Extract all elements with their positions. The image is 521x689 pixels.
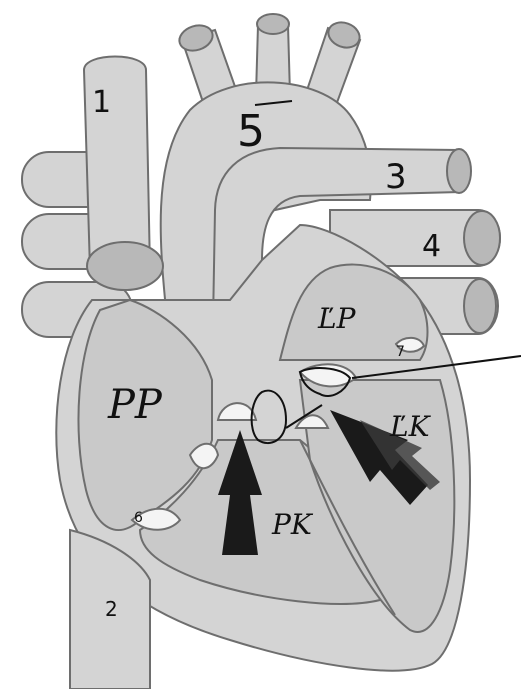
pulmonary-artery-opening xyxy=(447,149,471,193)
vein-right-lower-opening xyxy=(464,279,496,333)
label-4: 4 xyxy=(422,229,441,264)
label-7: 7 xyxy=(396,344,405,360)
label-pk: PK xyxy=(271,508,314,541)
superior-vena-cava-opening xyxy=(87,242,163,290)
label-3: 3 xyxy=(385,157,407,197)
label-1: 1 xyxy=(92,85,111,120)
label-lk: ĽK xyxy=(389,410,432,443)
label-6: 6 xyxy=(134,510,143,526)
label-pp: PP xyxy=(107,382,163,428)
vein-right-upper-opening xyxy=(464,211,500,265)
aortic-branch-middle-opening xyxy=(257,14,289,34)
label-lp: ĽP xyxy=(317,302,357,335)
label-5: 5 xyxy=(237,106,265,157)
label-2: 2 xyxy=(105,597,118,621)
